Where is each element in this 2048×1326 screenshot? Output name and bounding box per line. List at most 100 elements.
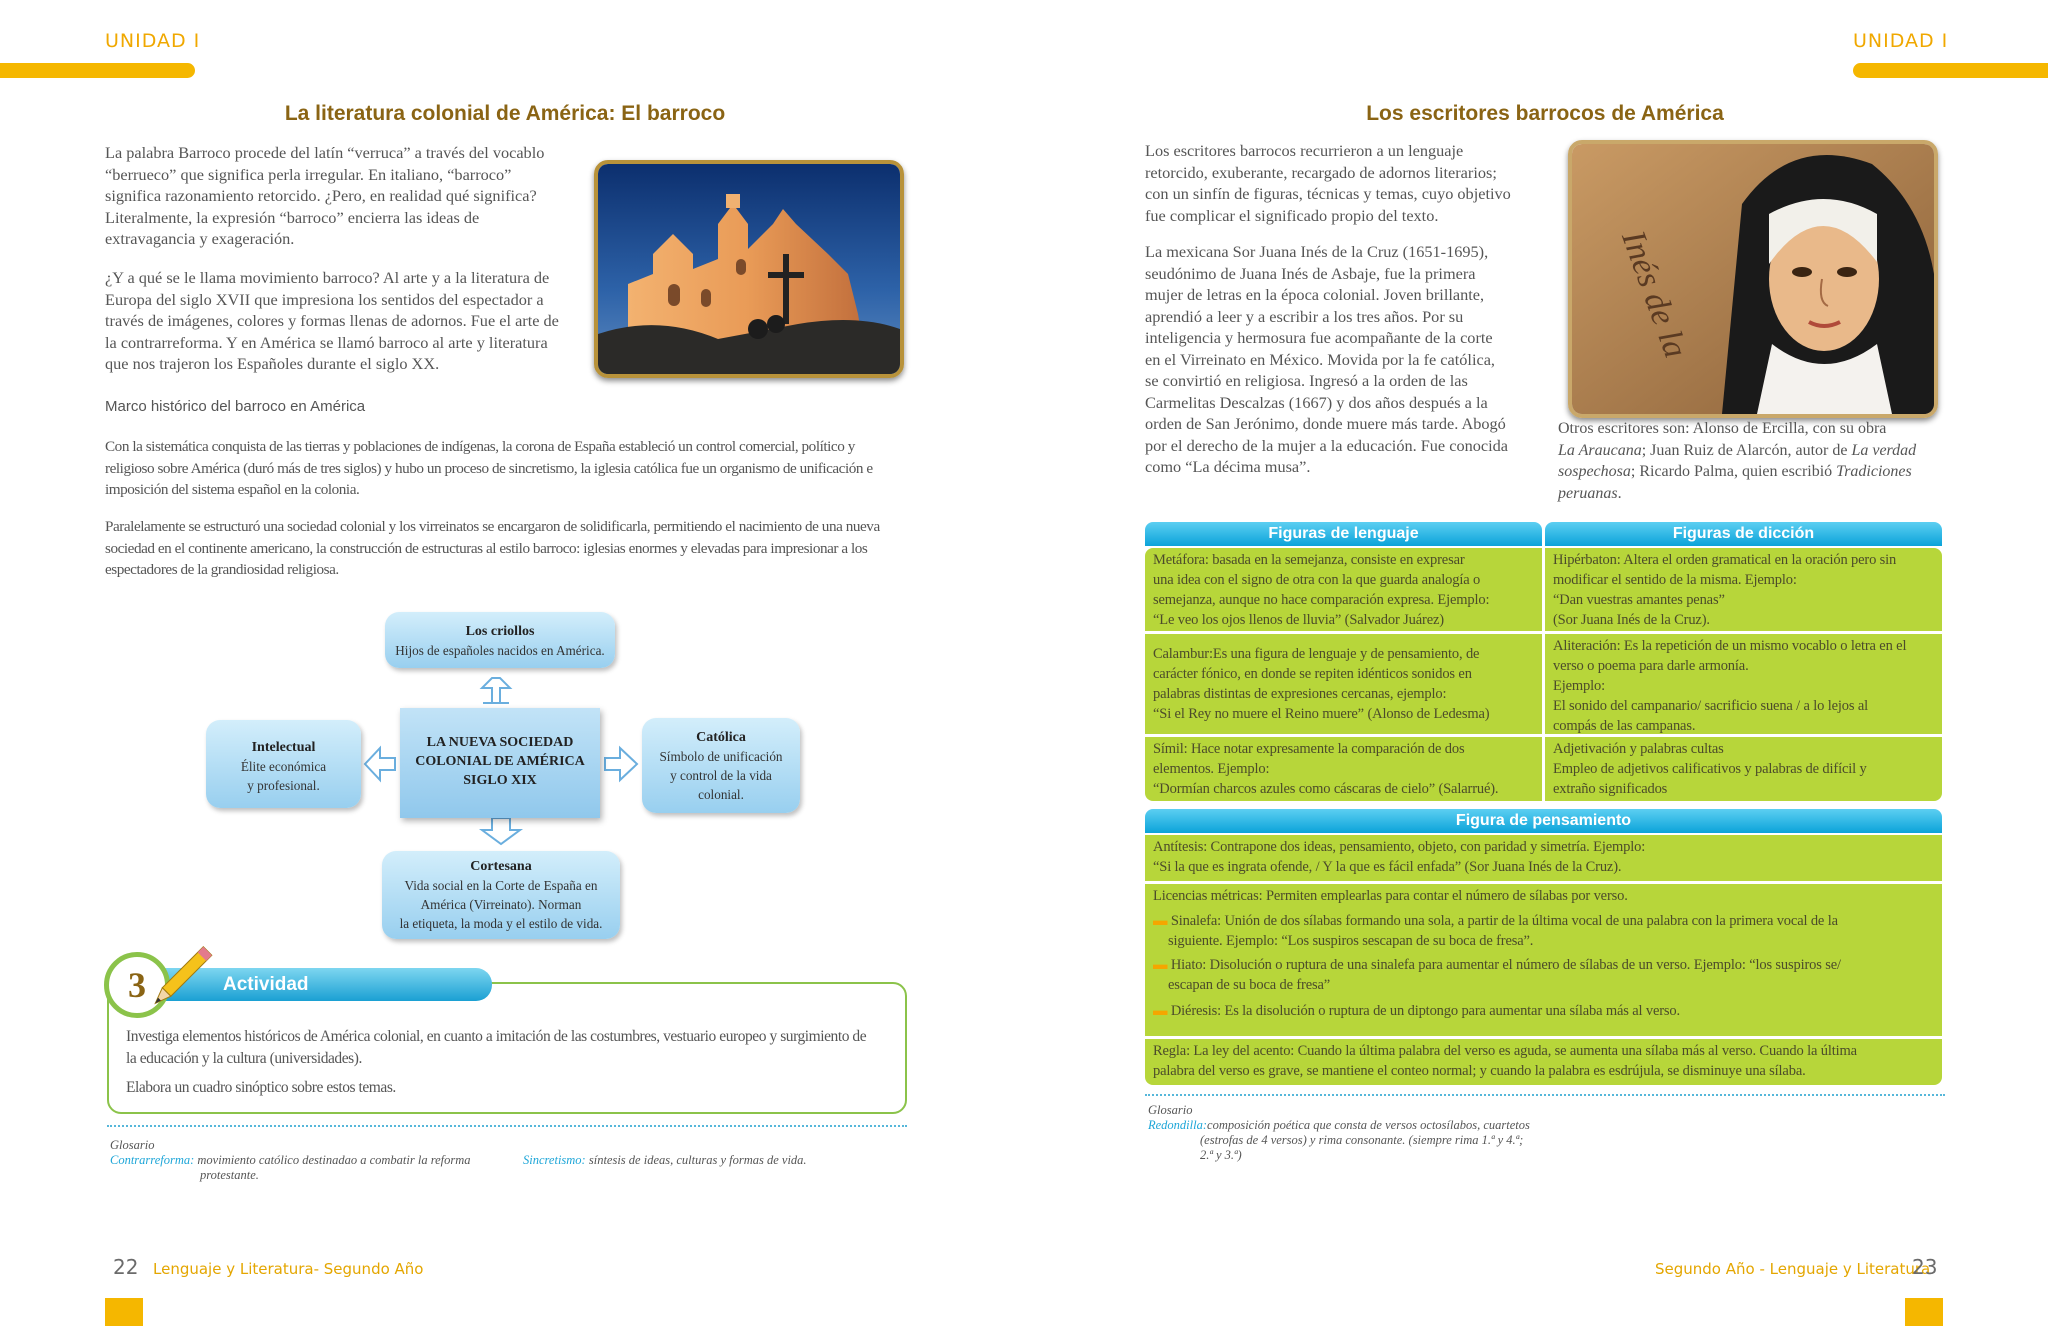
cell-line: verso o poema para darle armonía. xyxy=(1553,658,1749,674)
table-header-lenguaje: Figuras de lenguaje xyxy=(1145,522,1542,546)
caption-line: peruanas. xyxy=(1558,483,1948,505)
cell-line: Calambur:Es una figura de lenguaje y de … xyxy=(1153,646,1480,662)
text-line: extravagancia y exageración. xyxy=(105,229,295,248)
glossary-definition-cont: 2.ª y 3.ª) xyxy=(1200,1148,1242,1162)
cell-line: elementos. Ejemplo: xyxy=(1153,761,1270,777)
cell-line: Empleo de adjetivos calificativos y pala… xyxy=(1553,761,1867,777)
text-line: retorcido, exuberante, recargado de ador… xyxy=(1145,162,1497,182)
box-text: y profesional. xyxy=(247,778,320,793)
caption-text: . xyxy=(1617,484,1622,502)
cell-line: palabras distintas de expresiones cercan… xyxy=(1153,686,1447,702)
box-text: Élite económica xyxy=(240,759,327,774)
box-text: colonial. xyxy=(698,787,744,802)
society-diagram: Los criollos Hijos de españoles nacidos … xyxy=(200,608,820,943)
table-header-diccion: Figuras de dicción xyxy=(1545,522,1942,546)
cell-line: escapan de su boca de fresa” xyxy=(1168,977,1331,993)
glossary-heading: Glosario xyxy=(1148,1103,1193,1117)
cell-line: siguiente. Ejemplo: “Los suspiros sescap… xyxy=(1168,933,1534,949)
glossary-heading: Glosario xyxy=(110,1138,155,1152)
activity-text: Investiga elementos históricos de Améric… xyxy=(126,1026,886,1099)
text-line: significa razonamiento retorcido. ¿Pero,… xyxy=(105,186,537,205)
movement-paragraph: ¿Y a qué se le llama movimiento barroco?… xyxy=(105,267,585,375)
caption-line: La Araucana; Juan Ruiz de Alarcón, autor… xyxy=(1558,440,1948,462)
box-text: América (Virreinato). Norman xyxy=(420,897,582,912)
figures-table: Figuras de lenguaje Figuras de dicción M… xyxy=(1145,522,1942,1085)
cell-line: “Dan vuestras amantes penas” xyxy=(1553,592,1725,608)
bullet-icon: ▬ xyxy=(1153,1003,1171,1019)
cell-line: “Dormían charcos azules como cáscaras de… xyxy=(1153,781,1499,797)
text-line: orden de San Jerónimo, donde muere más t… xyxy=(1145,414,1506,433)
text-line: se convirtió en religiosa. Ingresó a la … xyxy=(1145,371,1468,390)
glossary-definition: composición poética que consta de versos… xyxy=(1207,1118,1530,1132)
arrow-right-icon xyxy=(604,745,639,783)
bullet-icon: ▬ xyxy=(1153,957,1171,973)
glossary-entries: Contrarreforma: movimiento católico dest… xyxy=(110,1153,910,1189)
box-title: Cortesana xyxy=(470,859,532,874)
table-cell: Calambur:Es una figura de lenguaje y de … xyxy=(1145,634,1542,734)
table-cell: Símil: Hace notar expresamente la compar… xyxy=(1145,737,1542,801)
page-number-right: 23 xyxy=(1912,1255,1938,1279)
glossary-right: Glosario Redondilla:composición poética … xyxy=(1148,1103,1628,1163)
center-text: SIGLO XIX xyxy=(463,773,537,788)
work-title: La Araucana xyxy=(1558,441,1642,459)
table-cell: Licencias métricas: Permiten emplearlas … xyxy=(1145,884,1942,1036)
dieresis-item: ▬ Diéresis: Es la disolución o ruptura d… xyxy=(1153,1001,1934,1021)
cell-line: Antítesis: Contrapone dos ideas, pensami… xyxy=(1153,839,1646,855)
cell-line: “Si el Rey no muere el Reino muere” (Alo… xyxy=(1153,706,1490,722)
text-line: con un sinfín de figuras, técnicas y tem… xyxy=(1145,184,1511,203)
text-line: Investiga elementos históricos de Améric… xyxy=(126,1028,867,1045)
cell-line: modificar el sentido de la misma. Ejempl… xyxy=(1553,572,1797,588)
cell-line: Símil: Hace notar expresamente la compar… xyxy=(1153,741,1465,757)
box-text: Vida social en la Corte de España en xyxy=(404,878,598,893)
text-line: la contrarreforma. Y en América se llamó… xyxy=(105,332,548,352)
cell-line: una idea con el signo de otra con la que… xyxy=(1153,572,1481,588)
text-line: Con la sistemática conquista de las tier… xyxy=(105,438,855,455)
unit-label-left: UNIDAD I xyxy=(105,30,201,52)
text-line: Europa del siglo XVII que impresiona los… xyxy=(105,289,544,309)
text-line: por el derecho de la mujer a la educació… xyxy=(1145,435,1508,455)
work-title: Tradiciones xyxy=(1836,463,1912,480)
cell-line: Ejemplo: xyxy=(1553,678,1605,694)
glossary-divider-left xyxy=(107,1125,907,1127)
context-paragraph-1: Con la sistemática conquista de las tier… xyxy=(105,436,905,501)
glossary-term: Sincretismo: xyxy=(523,1153,586,1167)
table-cell: Antítesis: Contrapone dos ideas, pensami… xyxy=(1145,835,1942,881)
glossary-definition-cont: protestante. xyxy=(200,1168,259,1182)
cell-line: compás de las campanas. xyxy=(1553,718,1696,734)
cell-line: carácter fónico, en donde se repiten idé… xyxy=(1153,666,1472,682)
footer-text-right: Segundo Año - Lenguaje y Literatura xyxy=(1655,1260,1931,1278)
context-paragraph-2: Paralelamente se estructuró una sociedad… xyxy=(105,516,905,581)
text-line: La palabra Barroco procede del latín “ve… xyxy=(105,143,545,162)
cell-line: semejanza, aunque no hace comparación ex… xyxy=(1153,592,1490,608)
cell-line: Aliteración: Es la repetición de un mism… xyxy=(1553,638,1907,654)
arrow-up-icon xyxy=(479,677,513,704)
cell-line: extraño significados xyxy=(1553,781,1668,797)
text-line: través de imágenes, colores y formas lle… xyxy=(105,311,559,330)
text-line: sociedad en el continente americano, la … xyxy=(105,539,868,557)
cell-text: Hiato: Disolución o ruptura de una sinal… xyxy=(1170,957,1841,973)
caption-line: Otros escritores son: Alonso de Ercilla,… xyxy=(1558,420,1887,437)
table-cell: Regla: La ley del acento: Cuando la últi… xyxy=(1145,1039,1942,1085)
text-line: como “La décima musa”. xyxy=(1145,457,1311,476)
cell-line: “Si la que es ingrata ofende, / Y la que… xyxy=(1153,859,1622,875)
footer-text-left: Lenguaje y Literatura- Segundo Año xyxy=(153,1260,424,1278)
cell-line: (Sor Juana Inés de la Cruz). xyxy=(1553,612,1710,628)
glossary-definition: movimiento católico destinadao a combati… xyxy=(194,1153,471,1167)
box-title: Católica xyxy=(696,730,746,745)
cell-line: Hipérbaton: Altera el orden gramatical e… xyxy=(1553,552,1897,568)
text-line: Literalmente, la expresión “barroco” enc… xyxy=(105,207,480,227)
glossary-entry: Redondilla:composición poética que const… xyxy=(1148,1118,1628,1133)
text-line: Elabora un cuadro sinóptico sobre estos … xyxy=(126,1079,396,1096)
activity-box xyxy=(107,982,907,1114)
cell-line: Adjetivación y palabras cultas xyxy=(1553,741,1724,757)
box-text: Símbolo de unificación xyxy=(659,749,783,764)
glossary-entry-2: Sincretismo: síntesis de ideas, culturas… xyxy=(523,1153,807,1168)
cell-line: palabra del verso es grave, se mantiene … xyxy=(1153,1063,1806,1079)
page-title-right: Los escritores barrocos de América xyxy=(1366,102,1724,125)
glossary-left: Glosario Contrarreforma: movimiento cató… xyxy=(110,1138,910,1189)
text-line: en el Virreinato en México. Movida por l… xyxy=(1145,349,1495,369)
glossary-definition: síntesis de ideas, culturas y formas de … xyxy=(585,1153,807,1167)
text-line: ¿Y a qué se le llama movimiento barroco?… xyxy=(105,268,550,287)
cell-line: Metáfora: basada en la semejanza, consis… xyxy=(1153,552,1465,568)
cell-line: Regla: La ley del acento: Cuando la últi… xyxy=(1153,1043,1857,1059)
